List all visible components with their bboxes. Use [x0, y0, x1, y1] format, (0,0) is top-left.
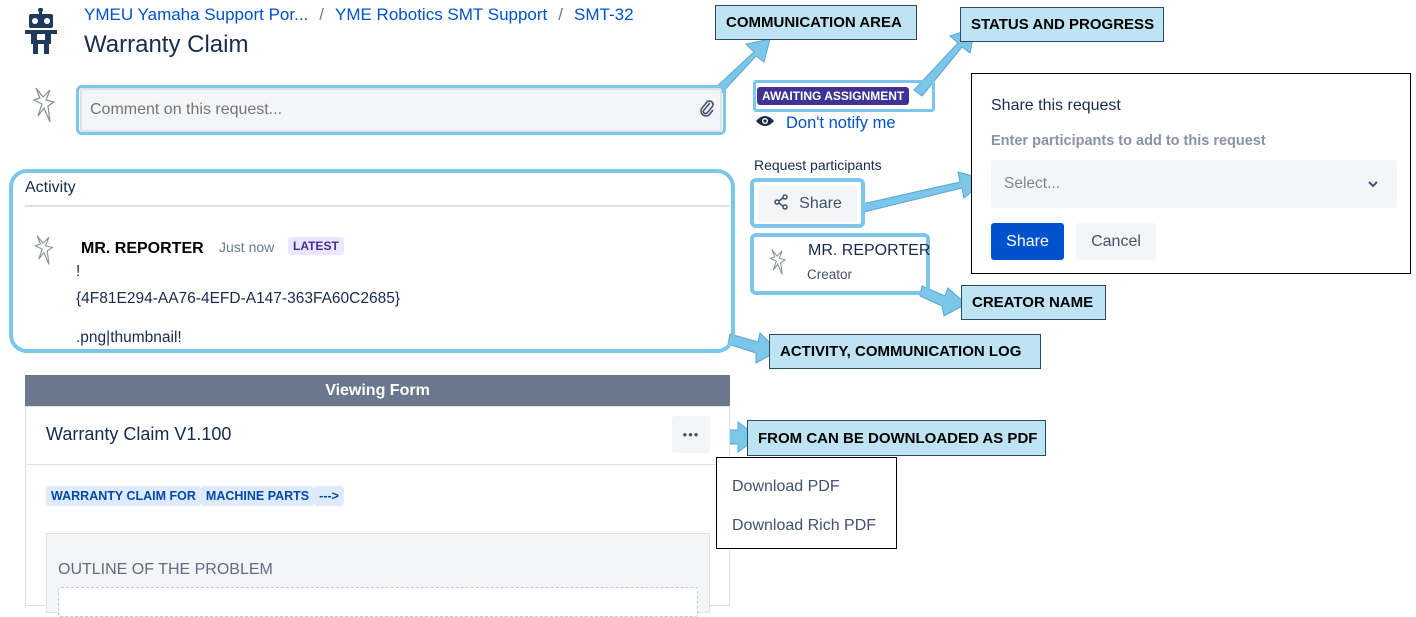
latest-badge: LATEST [288, 237, 344, 255]
share-icon [773, 193, 789, 215]
share-dialog: Share this request Enter participants to… [971, 73, 1411, 274]
highlight-creator [750, 233, 930, 295]
activity-line: {4F81E294-AA76-4EFD-A147-363FA60C2685} [76, 290, 400, 307]
form-tag: WARRANTY CLAIM FOR [46, 486, 201, 506]
activity-avatar [32, 233, 54, 267]
callout-communication-area: COMMUNICATION AREA [715, 5, 917, 40]
share-button[interactable]: Share [758, 186, 857, 222]
download-menu: Download PDF Download Rich PDF [716, 457, 897, 549]
form-tags: WARRANTY CLAIM FOR MACHINE PARTS ---> [46, 486, 344, 506]
highlight-share [750, 178, 865, 228]
share-dialog-hint: Enter participants to add to this reques… [991, 133, 1266, 149]
form-panel: Warranty Claim V1.100 ••• WARRANTY CLAIM… [25, 406, 731, 617]
breadcrumb-separator: / [558, 5, 564, 24]
breadcrumb-service-desk[interactable]: YME Robotics SMT Support [335, 5, 548, 24]
activity-author: MR. REPORTER [81, 240, 204, 257]
participant-select[interactable]: Select... [991, 160, 1397, 208]
download-pdf-item[interactable]: Download PDF [732, 478, 840, 495]
highlight-activity [9, 169, 735, 353]
form-tag: ---> [314, 486, 344, 506]
form-divider [26, 464, 731, 465]
problem-section: OUTLINE OF THE PROBLEM [46, 533, 710, 617]
activity-line: .png|thumbnail! [76, 329, 182, 346]
creator-avatar [767, 248, 787, 276]
attachment-icon[interactable] [700, 99, 714, 122]
activity-line: ! [76, 263, 81, 280]
problem-input[interactable] [58, 587, 698, 617]
breadcrumb-project[interactable]: YMEU Yamaha Support Por... [84, 5, 309, 24]
participants-heading: Request participants [754, 157, 882, 173]
participant-select-placeholder: Select... [1004, 175, 1060, 192]
activity-heading: Activity [25, 179, 76, 196]
activity-time: Just now [219, 239, 275, 255]
callout-creator-name: CREATOR NAME [961, 285, 1106, 320]
callout-activity-log: ACTIVITY, COMMUNICATION LOG [769, 334, 1041, 369]
comment-input[interactable] [86, 94, 716, 126]
watch-eye-icon [755, 114, 775, 133]
creator-role: Creator [807, 267, 853, 282]
dialog-share-button[interactable]: Share [991, 223, 1064, 260]
more-actions-button[interactable]: ••• [672, 416, 710, 453]
form-header: Viewing Form [25, 375, 730, 406]
problem-section-title: OUTLINE OF THE PROBLEM [58, 561, 273, 578]
share-button-label: Share [799, 195, 842, 212]
notify-link[interactable]: Don't notify me [786, 114, 896, 132]
callout-status-progress: STATUS AND PROGRESS [960, 7, 1164, 42]
dialog-cancel-button[interactable]: Cancel [1076, 223, 1156, 260]
highlight-comment [76, 85, 726, 135]
arrow-share [861, 171, 988, 213]
breadcrumb-issue-key[interactable]: SMT-32 [574, 5, 634, 24]
download-rich-pdf-item[interactable]: Download Rich PDF [732, 517, 877, 534]
robot-logo [22, 7, 60, 59]
user-avatar [30, 86, 56, 124]
breadcrumb-separator: / [319, 5, 324, 24]
breadcrumb: YMEU Yamaha Support Por... / YME Robotics … [84, 5, 634, 25]
form-tag: MACHINE PARTS [200, 486, 315, 506]
share-dialog-title: Share this request [991, 97, 1121, 114]
chevron-down-icon[interactable] [1367, 177, 1379, 195]
notify-toggle[interactable]: Don't notify me [755, 114, 896, 133]
callout-download-pdf: FROM CAN BE DOWNLOADED AS PDF [747, 420, 1046, 456]
creator-name: MR. REPORTER [808, 242, 931, 259]
highlight-status [753, 80, 935, 112]
comment-box[interactable] [80, 88, 722, 132]
status-lozenge[interactable]: AWAITING ASSIGNMENT [757, 87, 910, 105]
form-title: Warranty Claim V1.100 [46, 424, 232, 444]
activity-divider [25, 205, 730, 207]
page-title: Warranty Claim [84, 31, 249, 58]
